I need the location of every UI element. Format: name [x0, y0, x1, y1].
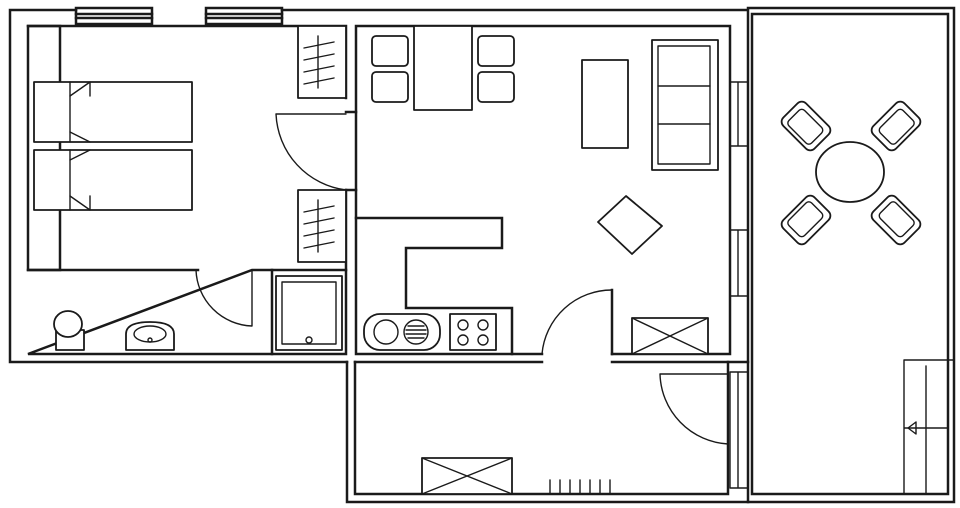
walls	[8, 6, 956, 504]
armchair	[597, 195, 663, 255]
kitchen-sink	[363, 313, 441, 351]
storage-cabinet	[631, 317, 709, 355]
chairs	[371, 35, 515, 103]
sofa	[651, 39, 719, 171]
bathtub	[275, 275, 343, 351]
doors	[195, 113, 729, 445]
coffee-table	[581, 59, 629, 149]
sink	[125, 321, 175, 351]
wardrobe	[297, 25, 347, 99]
storage-cabinet	[421, 457, 513, 495]
dining-table	[413, 25, 473, 111]
radiator	[547, 479, 611, 495]
toilet	[53, 310, 85, 351]
cooktop	[449, 313, 497, 351]
chairs	[780, 100, 922, 246]
double-bed	[33, 81, 193, 211]
round-table	[815, 141, 885, 203]
wardrobe	[297, 189, 347, 263]
